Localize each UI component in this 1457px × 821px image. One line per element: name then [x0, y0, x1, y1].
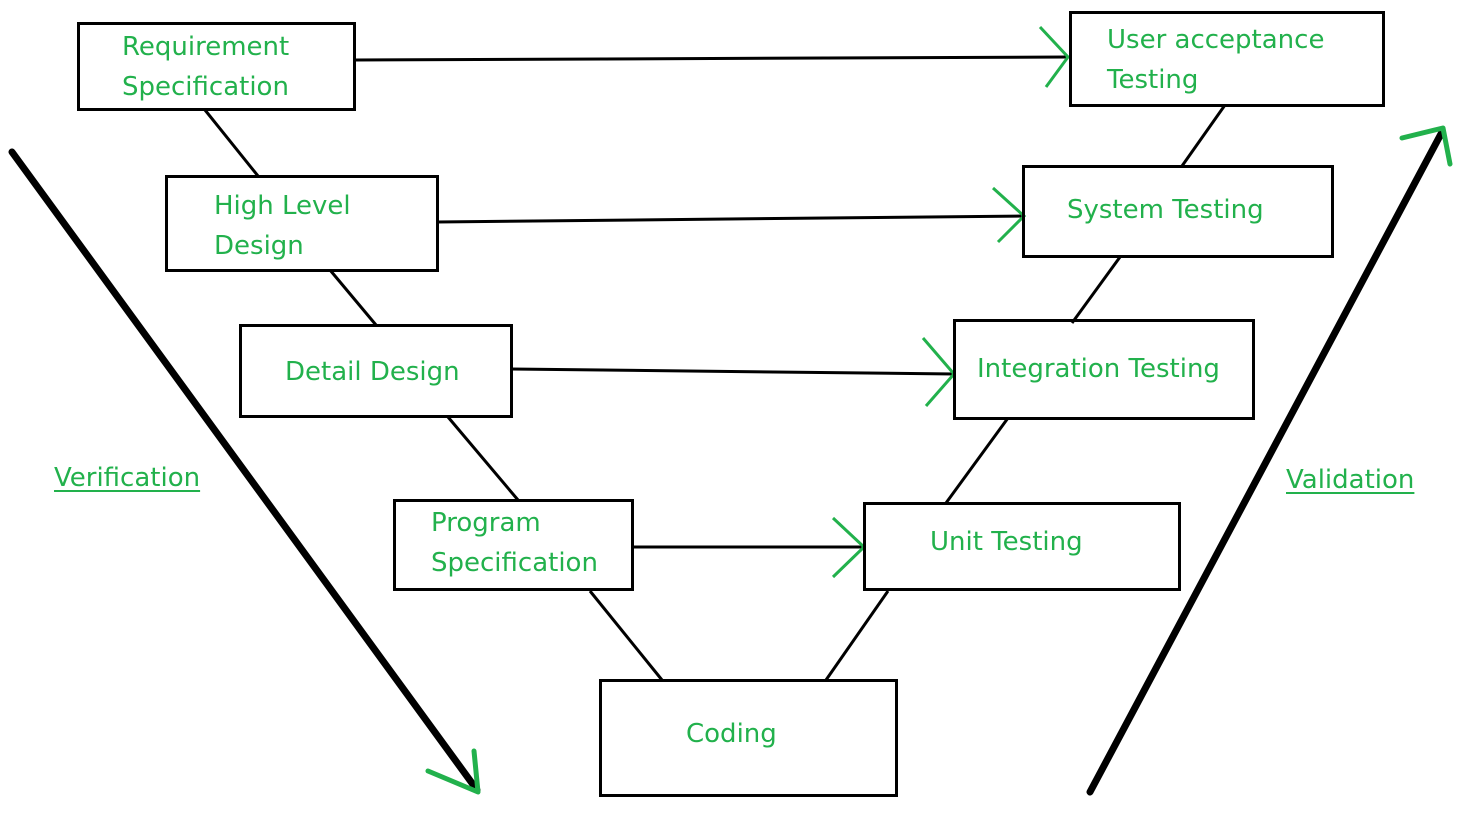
unit-testing-label: Unit Testing: [930, 527, 1083, 557]
integration-testing-label: Integration Testing: [977, 354, 1220, 384]
requirement-specification-label-2: Specification: [122, 72, 289, 102]
high-level-design-label-1: High Level: [214, 191, 351, 221]
connector-system-to-uat: [1180, 104, 1227, 167]
connector-integration-to-system: [1070, 256, 1122, 324]
connector-req-to-hld: [203, 109, 260, 177]
arrowhead-integration: [921, 337, 956, 407]
validation-label: Validation: [1286, 465, 1415, 495]
arrowhead-uat: [1038, 25, 1070, 88]
validation-arrowhead: [1399, 125, 1453, 167]
requirement-specification-box: [77, 22, 356, 111]
verification-label: Verification: [54, 463, 201, 493]
requirement-specification-label-1: Requirement: [122, 32, 290, 62]
user-acceptance-testing-label-1: User acceptance: [1107, 25, 1325, 55]
coding-label: Coding: [686, 719, 777, 749]
connector-unit-to-integration: [944, 417, 1010, 504]
program-specification-box: [393, 499, 634, 591]
high-level-design-box: [165, 175, 439, 272]
user-acceptance-testing-box: [1069, 11, 1385, 107]
detail-design-label: Detail Design: [285, 357, 460, 387]
program-specification-label-1: Program: [431, 508, 541, 538]
user-acceptance-testing-label-2: Testing: [1107, 65, 1199, 95]
high-level-design-label-2: Design: [214, 231, 304, 261]
program-specification-label-2: Specification: [431, 548, 598, 578]
connector-hld-to-detail: [328, 269, 378, 326]
arrow-hld-to-system: [436, 214, 1025, 224]
connector-coding-to-unit: [824, 590, 890, 681]
verification-arrow: [8, 148, 481, 794]
connector-program-to-coding: [588, 590, 664, 681]
verification-arrowhead: [425, 748, 481, 795]
detail-design-box: [239, 324, 513, 418]
integration-testing-box: [953, 319, 1255, 420]
unit-testing-box: [863, 502, 1181, 591]
arrow-detail-to-integration: [510, 367, 955, 376]
coding-box: [599, 679, 898, 797]
connector-detail-to-program: [446, 416, 520, 501]
arrow-req-to-uat: [354, 55, 1069, 62]
validation-arrow: [1086, 128, 1446, 796]
system-testing-box: [1022, 165, 1334, 258]
system-testing-label: System Testing: [1067, 195, 1264, 225]
